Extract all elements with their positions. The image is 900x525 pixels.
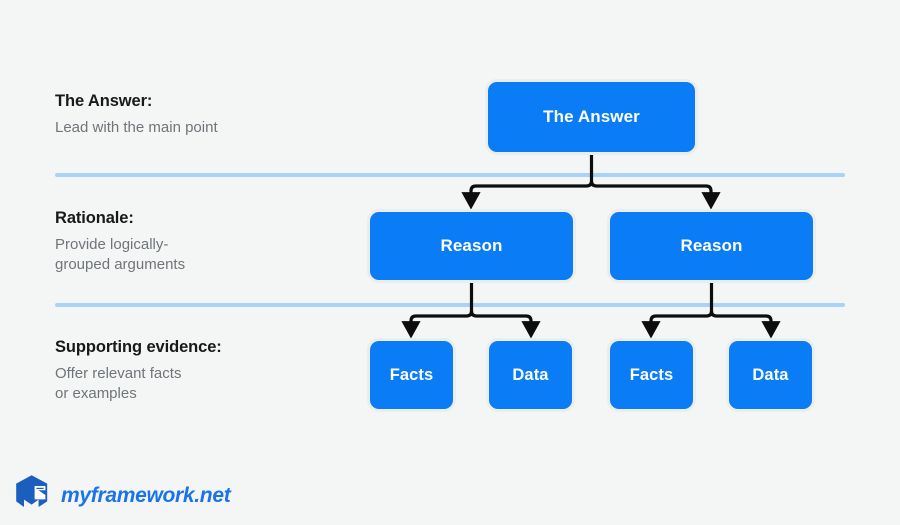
section-divider-bottom [55, 303, 845, 307]
section-divider-top [55, 173, 845, 177]
node-reason-right[interactable]: Reason [610, 212, 813, 280]
row-label-evidence-description: Offer relevant facts or examples [55, 365, 182, 402]
row-label-evidence-title: Supporting evidence: [55, 338, 222, 356]
row-label-evidence: Supporting evidence: Offer relevant fact… [55, 338, 222, 404]
hexagon-cube-logo-icon [14, 474, 50, 517]
row-label-rationale-description: Provide logically- grouped arguments [55, 236, 186, 273]
node-data-left[interactable]: Data [489, 341, 572, 409]
node-facts-right[interactable]: Facts [610, 341, 693, 409]
node-facts-left[interactable]: Facts [370, 341, 453, 409]
row-label-answer-title: The Answer: [55, 92, 153, 110]
row-label-rationale: Rationale: Provide logically- grouped ar… [55, 209, 185, 275]
row-label-answer-description: Lead with the main point [55, 119, 218, 136]
row-label-rationale-title: Rationale: [55, 209, 134, 227]
node-reason-left[interactable]: Reason [370, 212, 573, 280]
row-label-answer: The Answer: Lead with the main point [55, 92, 218, 138]
node-data-right[interactable]: Data [729, 341, 812, 409]
brand-name: myframework.net [61, 483, 231, 507]
brand-footer[interactable]: myframework.net [14, 474, 231, 517]
node-the-answer[interactable]: The Answer [488, 82, 695, 152]
